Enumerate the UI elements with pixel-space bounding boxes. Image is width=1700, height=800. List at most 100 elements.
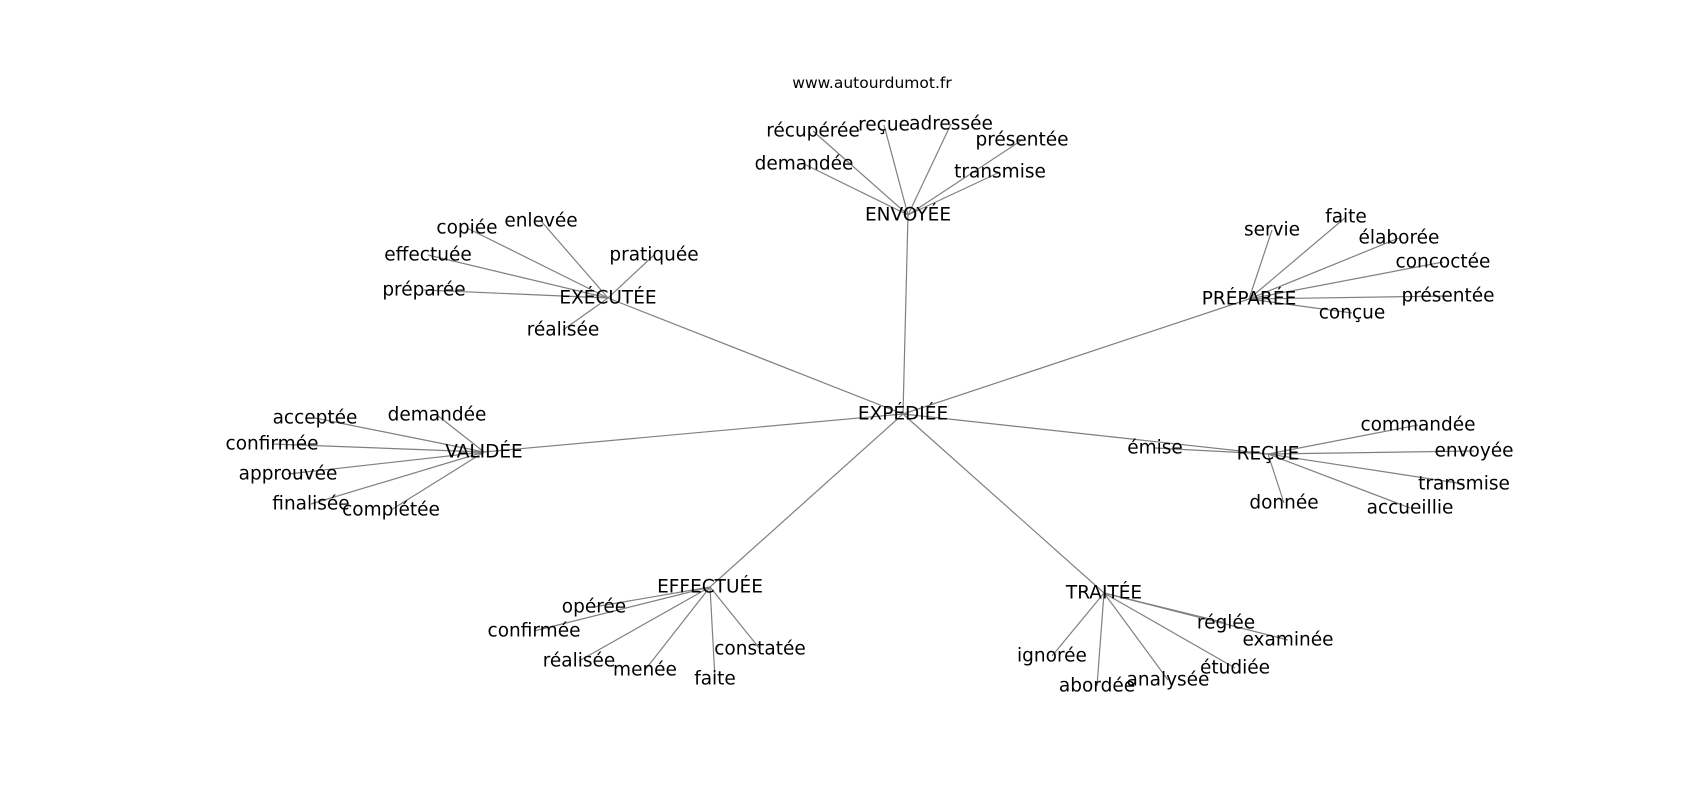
leaf-word: élaborée — [1359, 228, 1440, 249]
edge-hub-to-leaf — [709, 586, 761, 650]
edge-hub-to-leaf — [1267, 453, 1465, 485]
leaf-word: concoctée — [1396, 252, 1491, 273]
cluster-hub-word: ENVOYÉE — [865, 204, 951, 226]
edge-hub-to-leaf — [1267, 453, 1411, 509]
leaf-word: présentée — [975, 130, 1068, 151]
leaf-word: complétée — [342, 500, 440, 521]
leaf-word: accueillie — [1367, 498, 1454, 519]
edge-hub-to-leaf — [1103, 592, 1289, 641]
leaf-word: donnée — [1249, 493, 1318, 514]
edge-hub-to-leaf — [1154, 447, 1269, 455]
edge-hub-to-leaf — [907, 171, 1001, 216]
leaf-word: opérée — [562, 597, 626, 618]
edge-hub-to-leaf — [1248, 229, 1273, 300]
edge-hub-to-leaf — [1103, 592, 1236, 669]
leaf-word: analysée — [1127, 670, 1210, 691]
leaf-word: confirmée — [488, 621, 581, 642]
leaf-word: enlevée — [504, 211, 577, 232]
leaf-word: faite — [694, 669, 736, 690]
leaf-word: reçue — [858, 115, 910, 136]
edge-hub-to-leaf — [310, 451, 485, 505]
edge-hub-to-leaf — [1267, 453, 1285, 504]
edge-center-to-hub — [902, 413, 1269, 455]
edge-hub-to-leaf — [271, 443, 485, 453]
leaf-word: conçue — [1319, 303, 1386, 324]
leaf-word: confirmée — [226, 434, 319, 455]
edge-center-to-hub — [902, 298, 1250, 415]
cluster-hub-word: PRÉPARÉE — [1202, 288, 1297, 310]
leaf-word: abordée — [1059, 676, 1135, 697]
edge-hub-to-leaf — [709, 586, 716, 680]
edge-hub-to-leaf — [314, 417, 485, 453]
edge-hub-to-leaf — [907, 123, 952, 216]
edge-hub-to-leaf — [812, 130, 909, 216]
leaf-word: ignorée — [1017, 646, 1087, 667]
edge-hub-to-leaf — [1103, 592, 1169, 681]
edge-hub-to-leaf — [593, 586, 711, 608]
edge-hub-to-leaf — [427, 254, 609, 299]
edge-hub-to-leaf — [883, 124, 909, 216]
edge-hub-to-leaf — [423, 289, 609, 299]
edge-hub-to-leaf — [1267, 450, 1475, 455]
edge-hub-to-leaf — [1248, 261, 1444, 300]
leaf-word: finalisée — [272, 494, 349, 515]
edge-center-to-hub — [902, 214, 909, 415]
edge-hub-to-leaf — [287, 451, 485, 475]
leaf-word: récupérée — [766, 121, 860, 142]
center-word: EXPÉDIÉE — [858, 403, 948, 425]
cluster-hub-word: EXÉCUTÉE — [559, 287, 656, 309]
leaf-word: examinée — [1243, 630, 1334, 651]
leaf-word: commandée — [1360, 415, 1475, 436]
leaf-word: faite — [1325, 207, 1367, 228]
edge-center-to-hub — [709, 413, 904, 588]
edge-hub-to-leaf — [578, 586, 711, 662]
leaf-word: constatée — [714, 639, 805, 660]
leaf-word: acceptée — [273, 408, 358, 429]
leaf-word: émise — [1127, 438, 1183, 459]
edge-hub-to-leaf — [1248, 237, 1400, 300]
leaf-word: copiée — [436, 218, 497, 239]
leaf-word: étudiée — [1200, 658, 1270, 679]
edges-layer — [271, 123, 1475, 687]
cluster-hub-word: REÇUE — [1237, 444, 1300, 465]
edge-hub-to-leaf — [533, 586, 711, 632]
cluster-hub-word: EFFECTUÉE — [657, 576, 763, 598]
leaf-word: demandée — [755, 154, 854, 175]
edge-hub-to-leaf — [644, 586, 711, 671]
edge-hub-to-leaf — [1051, 592, 1105, 657]
edge-hub-to-leaf — [466, 227, 609, 299]
leaf-word: effectuée — [384, 245, 471, 266]
edge-hub-to-leaf — [1248, 216, 1347, 300]
leaf-word: préparée — [382, 280, 465, 301]
leaf-word: adressée — [909, 114, 993, 135]
edge-hub-to-leaf — [1248, 298, 1353, 314]
leaf-word: pratiquée — [609, 245, 698, 266]
edge-hub-to-leaf — [436, 414, 485, 453]
leaf-word: transmise — [1418, 474, 1510, 495]
edge-hub-to-leaf — [1267, 424, 1419, 455]
edge-hub-to-leaf — [1248, 295, 1449, 300]
cluster-hub-word: VALIDÉE — [445, 441, 523, 463]
edge-center-to-hub — [607, 297, 904, 415]
edge-hub-to-leaf — [540, 220, 609, 299]
leaf-word: réglée — [1197, 613, 1255, 634]
edge-hub-to-leaf — [1096, 592, 1105, 687]
edge-hub-to-leaf — [607, 254, 655, 299]
leaf-word: transmise — [954, 162, 1046, 183]
leaf-word: demandée — [388, 405, 487, 426]
leaf-word: réalisée — [527, 320, 600, 341]
edge-hub-to-leaf — [907, 139, 1023, 216]
leaf-word: servie — [1244, 220, 1300, 241]
edge-center-to-hub — [902, 413, 1105, 594]
leaf-word: réalisée — [543, 651, 616, 672]
leaf-word: approuvée — [239, 464, 338, 485]
edge-hub-to-leaf — [562, 297, 609, 331]
edge-center-to-hub — [483, 413, 904, 453]
edge-hub-to-leaf — [390, 451, 485, 511]
leaf-word: envoyée — [1434, 441, 1513, 462]
leaf-word: menée — [613, 660, 677, 681]
edge-hub-to-leaf — [803, 163, 909, 216]
